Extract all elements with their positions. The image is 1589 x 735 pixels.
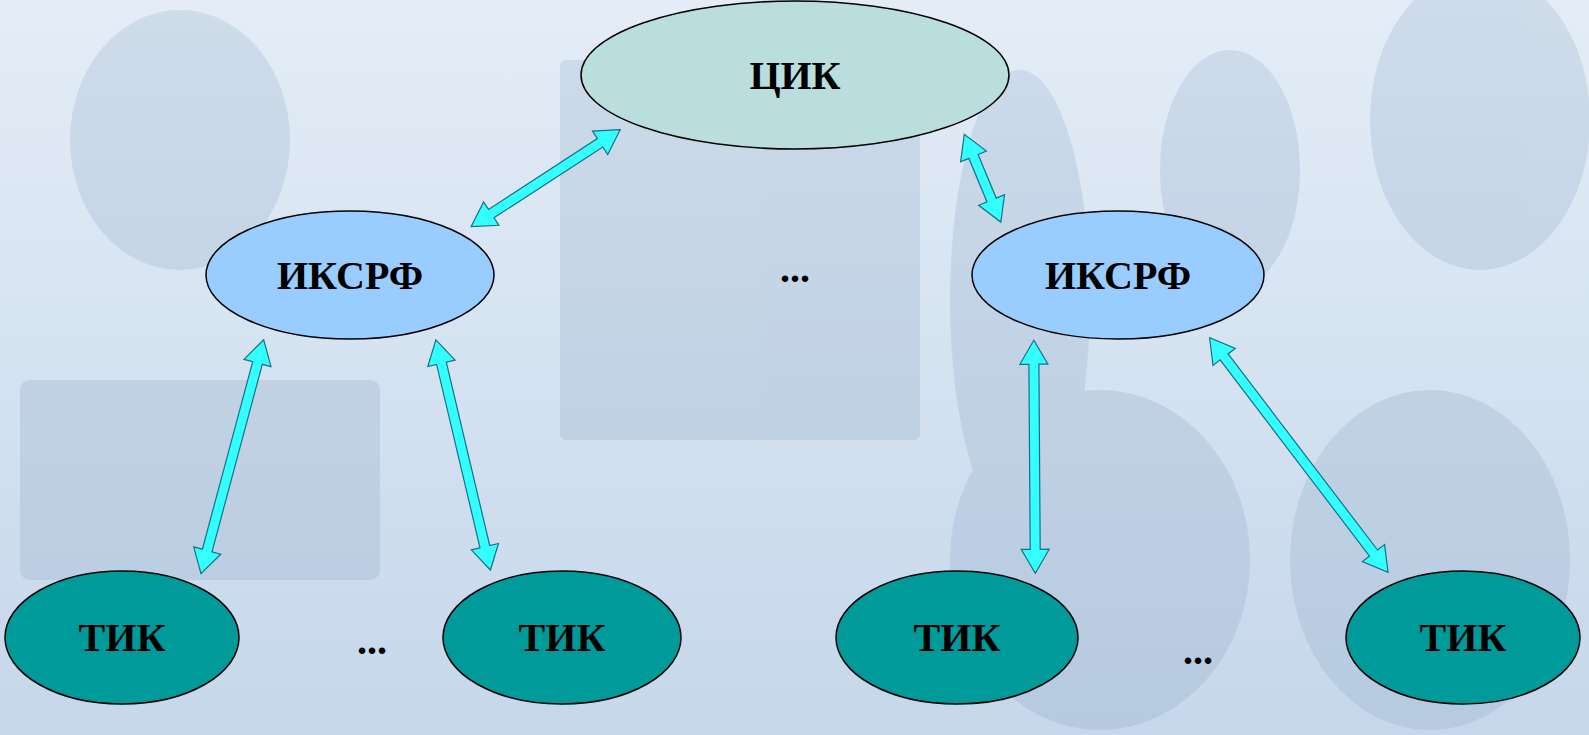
ellipse-node: ЦИК xyxy=(580,0,1010,150)
ellipse-node: ТИК xyxy=(1345,570,1581,705)
double-arrow xyxy=(428,340,499,570)
double-arrow xyxy=(471,130,620,227)
ellipse-shape xyxy=(972,211,1264,339)
node-label: ТИК xyxy=(914,614,1001,661)
ellipse-node: ТИК xyxy=(835,570,1079,705)
ellipse-shape xyxy=(5,571,239,704)
node-label: ИКСРФ xyxy=(1045,252,1191,299)
faint-figure xyxy=(1370,0,1589,270)
node-label: ИКСРФ xyxy=(277,252,423,299)
double-arrow xyxy=(1020,340,1049,573)
ellipse-shape xyxy=(206,211,494,339)
ellipsis-label: ... xyxy=(1183,627,1213,674)
ellipse-shape xyxy=(443,571,681,704)
ellipse-node: ИКСРФ xyxy=(971,210,1265,340)
ellipsis-label: ... xyxy=(780,245,810,292)
ellipse-shape xyxy=(581,1,1009,149)
ellipse-shape xyxy=(1346,571,1580,704)
ellipse-node: ТИК xyxy=(442,570,682,705)
ellipse-node: ИКСРФ xyxy=(205,210,495,340)
double-arrow xyxy=(194,340,271,574)
double-arrow xyxy=(961,134,1005,222)
node-label: ТИК xyxy=(1420,614,1507,661)
ellipse-node: ТИК xyxy=(4,570,240,705)
ellipsis-label: ... xyxy=(357,617,387,664)
ellipse-shape xyxy=(836,571,1078,704)
node-label: ЦИК xyxy=(749,52,840,99)
node-label: ТИК xyxy=(519,614,606,661)
double-arrow xyxy=(1210,338,1388,572)
node-label: ТИК xyxy=(79,614,166,661)
